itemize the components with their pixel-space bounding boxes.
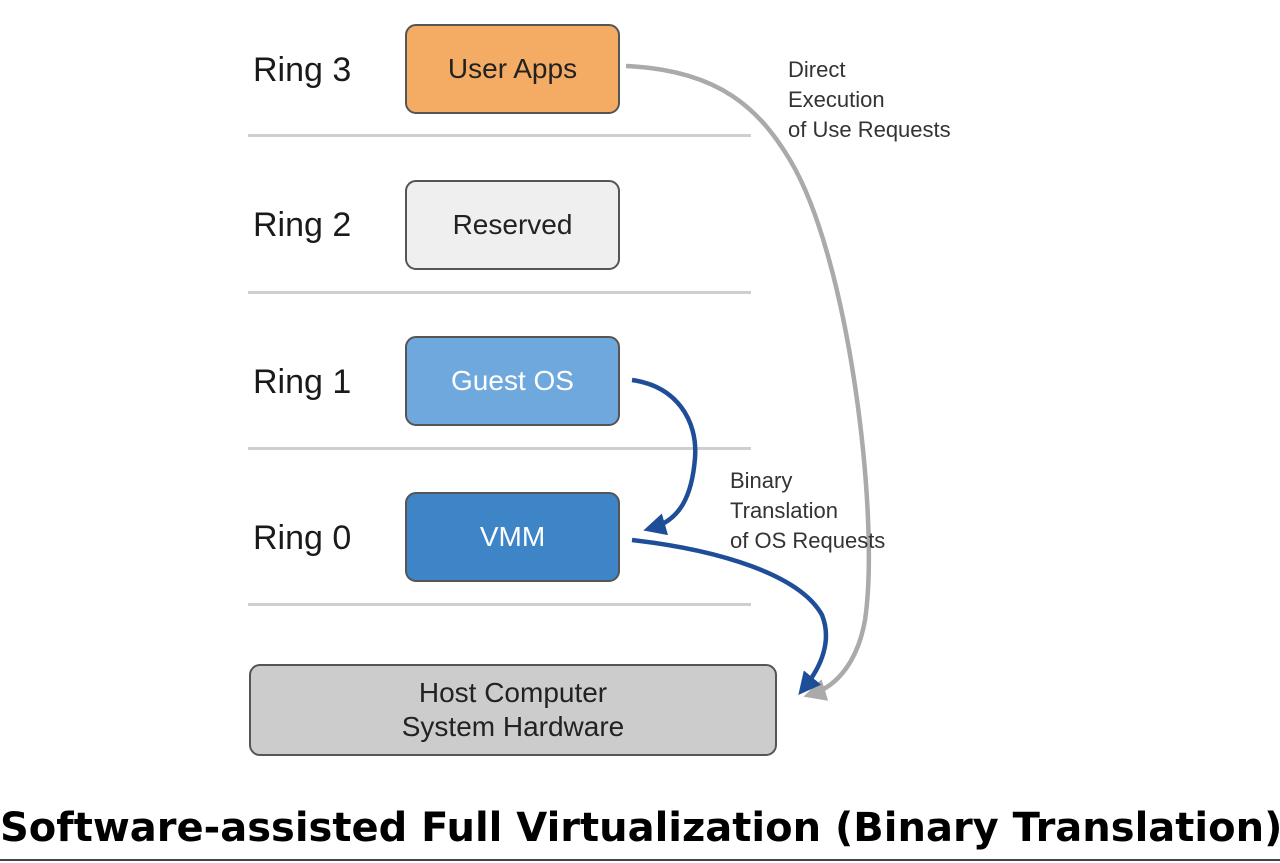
ring-3-label: Ring 3 xyxy=(253,51,352,89)
ring-divider xyxy=(248,134,751,137)
vmm-to-hardware-arrow xyxy=(631,537,829,695)
ring-1-label: Ring 1 xyxy=(253,363,352,401)
guest-os-box: Guest OS xyxy=(405,336,620,426)
reserved-label: Reserved xyxy=(452,209,573,240)
vmm-label: VMM xyxy=(479,521,546,552)
hardware-line-1: Host Computer xyxy=(418,677,608,708)
binary-translation-note: Binary Translation of OS Requests xyxy=(730,466,885,556)
note-line: Translation xyxy=(730,498,839,523)
guest-to-vmm-arrow xyxy=(631,377,698,536)
direct-execution-arrow xyxy=(625,63,872,701)
note-line: Execution xyxy=(788,87,885,112)
note-line: of OS Requests xyxy=(730,528,886,553)
ring-divider xyxy=(248,447,751,450)
host-hardware-box: Host Computer System Hardware xyxy=(249,664,777,756)
user-apps-label: User Apps xyxy=(447,53,578,84)
note-line: of Use Requests xyxy=(788,117,951,142)
caption-underline xyxy=(0,859,1280,861)
note-line: Binary xyxy=(730,468,793,493)
ring-2-label: Ring 2 xyxy=(253,206,352,244)
ring-0-label: Ring 0 xyxy=(253,519,352,557)
ring-divider xyxy=(248,291,751,294)
vmm-box: VMM xyxy=(405,492,620,582)
ring-divider xyxy=(248,603,751,606)
hardware-line-2: System Hardware xyxy=(401,711,625,742)
note-line: Direct xyxy=(788,57,846,82)
reserved-box: Reserved xyxy=(405,180,620,270)
user-apps-box: User Apps xyxy=(405,24,620,114)
guest-os-label: Guest OS xyxy=(451,365,574,396)
figure-caption: Software-assisted Full Virtualization (B… xyxy=(0,805,1280,851)
direct-execution-note: Direct Execution of Use Requests xyxy=(788,55,951,145)
